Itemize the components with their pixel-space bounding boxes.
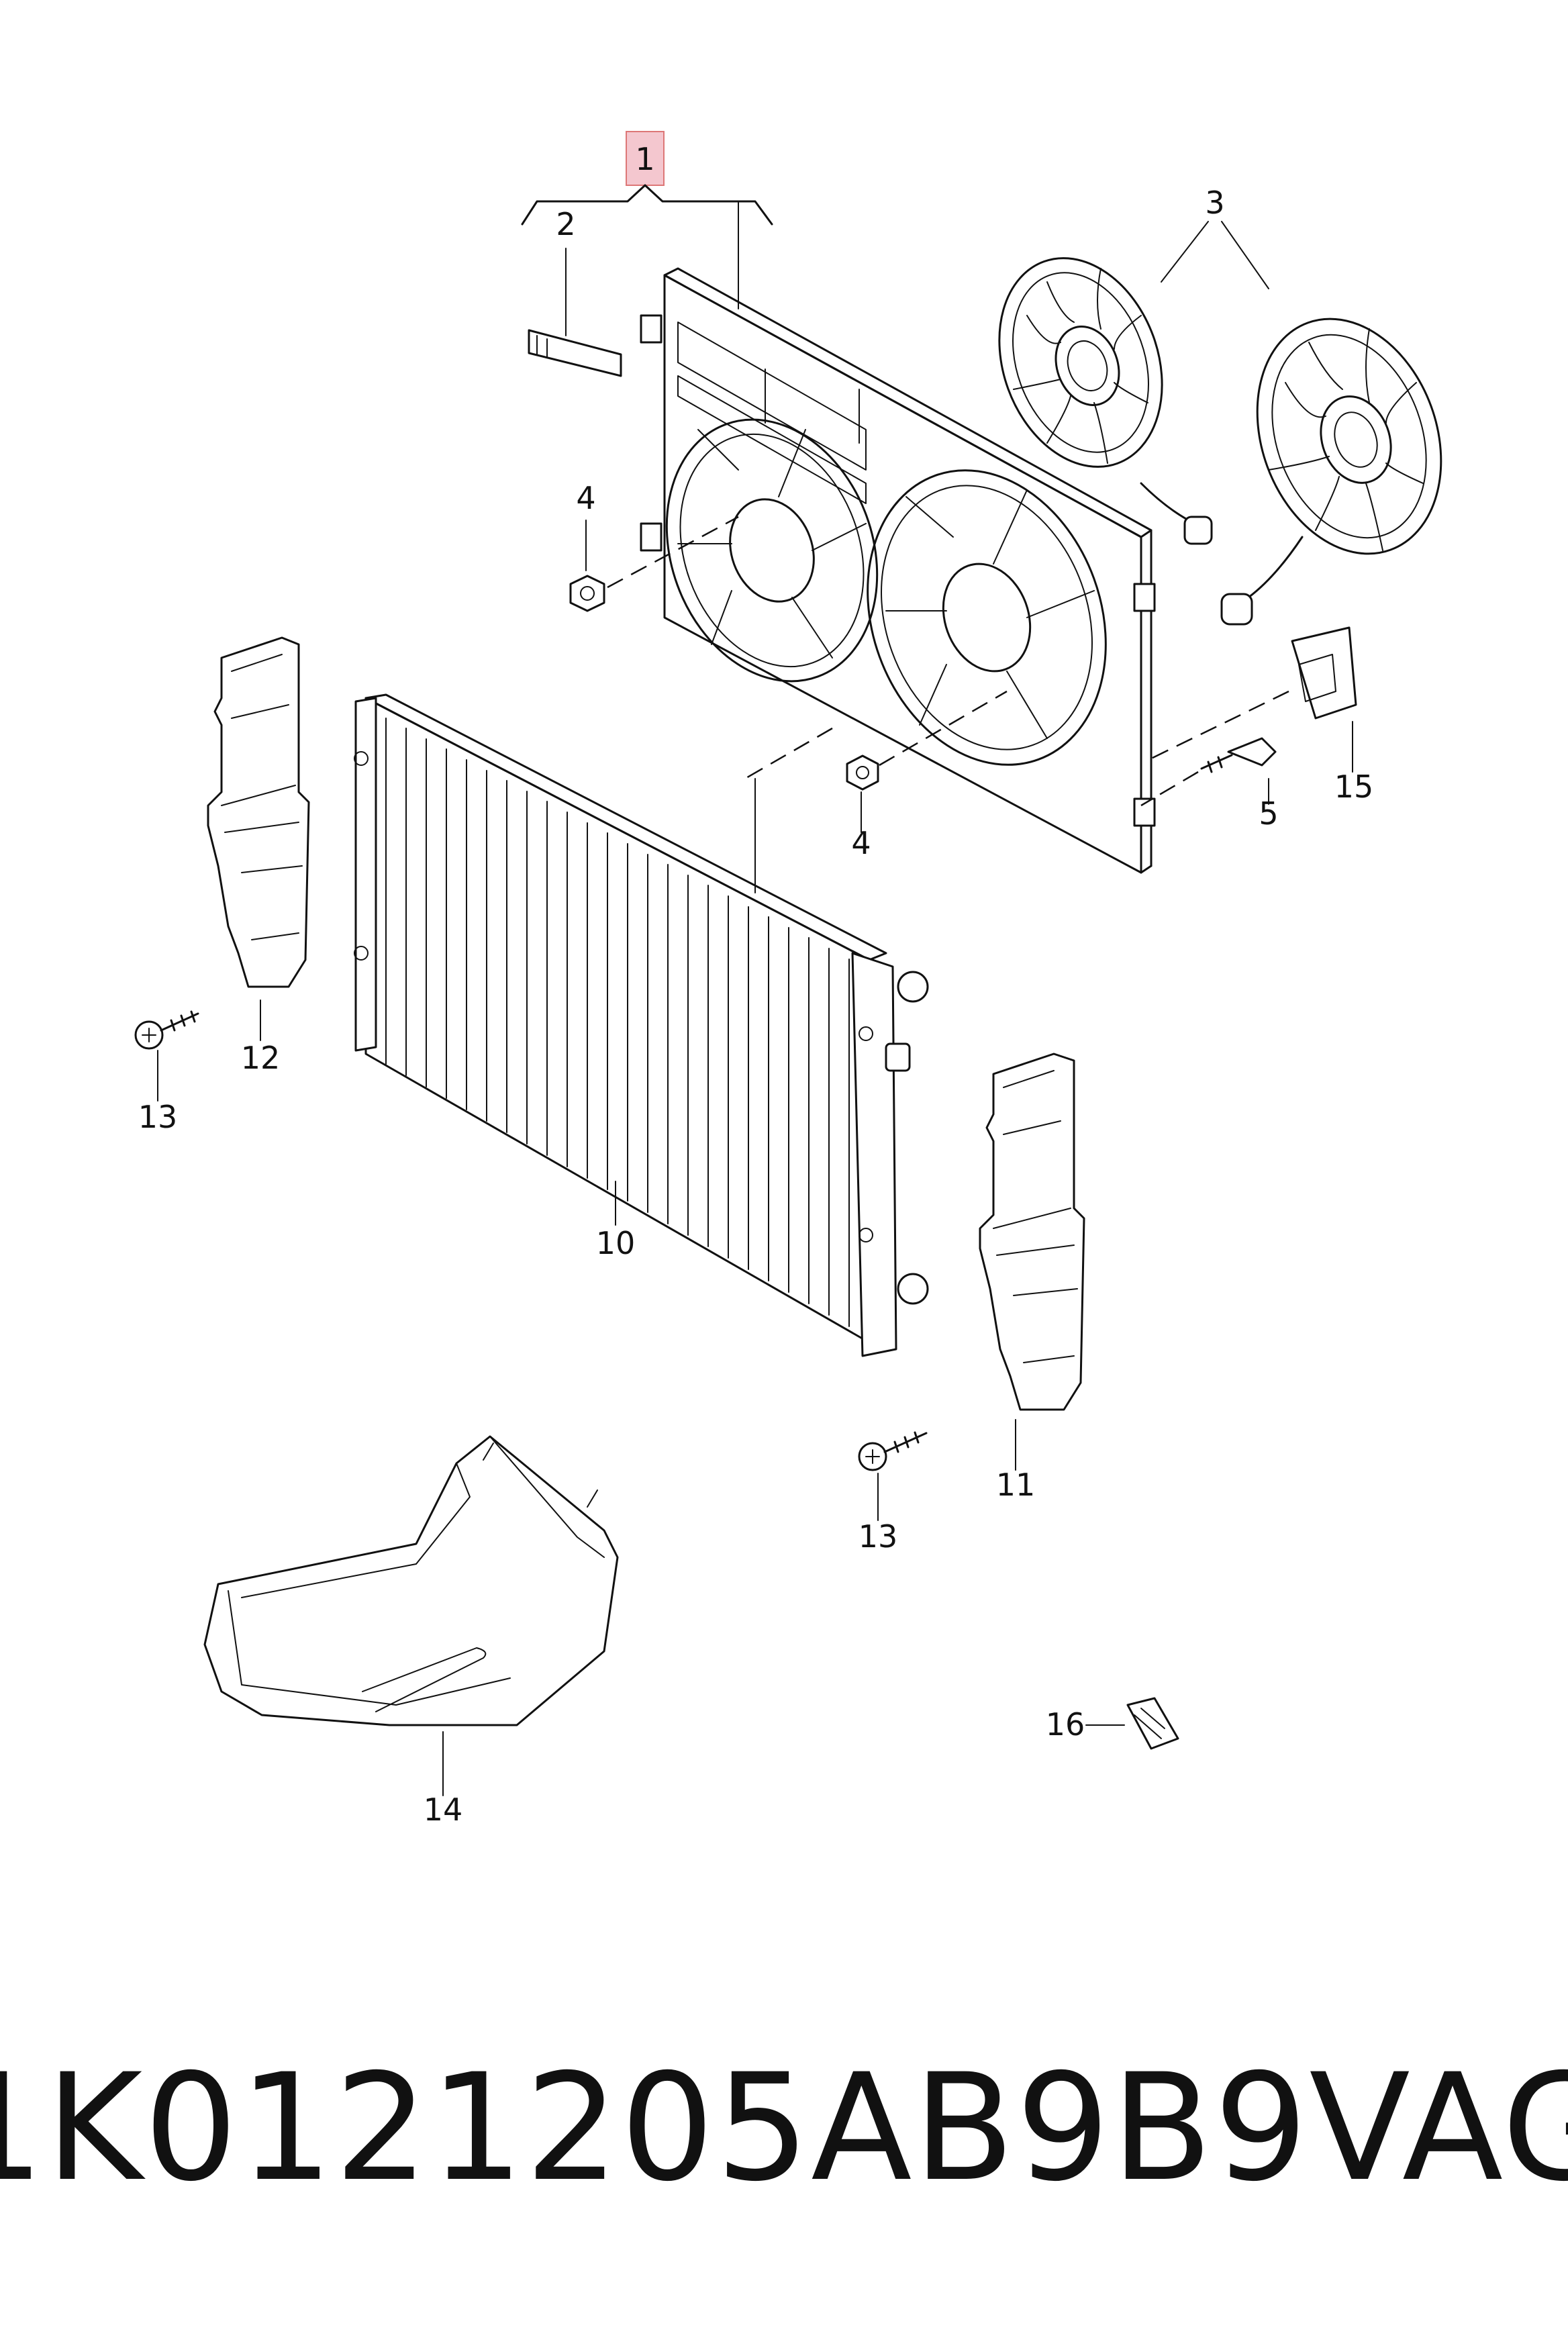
callout-16-label[interactable]: 16 <box>1046 1706 1085 1743</box>
left-air-guide-part: 12 <box>207 636 310 1076</box>
callout-3-label[interactable]: 3 <box>1205 185 1224 221</box>
part-number: 1K0121205AB9B9 <box>0 2042 1310 2214</box>
brand-name: VAG <box>1309 2042 1568 2214</box>
footer-caption: 1K0121205AB9B9 VAG <box>0 2041 1568 2215</box>
callout-13a-label[interactable]: 13 <box>138 1099 178 1135</box>
connector-bracket-part: 15 <box>1150 626 1374 805</box>
callout-15-label[interactable]: 15 <box>1334 769 1374 805</box>
clip-part: 16 <box>1046 1697 1179 1750</box>
label-plate-part: 2 <box>528 206 622 377</box>
callout-12-label[interactable]: 12 <box>241 1040 281 1076</box>
callout-11-label[interactable]: 11 <box>996 1467 1036 1503</box>
lower-air-duct-part: 14 <box>203 1435 619 1828</box>
callout-4a-label[interactable]: 4 <box>576 480 595 516</box>
assembly-bracket <box>521 184 773 226</box>
screw-left: 13 <box>134 1010 199 1135</box>
callout-13b-label[interactable]: 13 <box>859 1518 898 1555</box>
fan-shroud-frame <box>640 267 1156 874</box>
radiator-part: 10 <box>354 693 929 1357</box>
bolt-part: 5 <box>1140 737 1279 832</box>
callout-1-highlight <box>626 131 665 186</box>
nut-upper: 4 <box>569 480 739 612</box>
callout-1-label: 1 <box>635 141 654 177</box>
callout-14-label[interactable]: 14 <box>424 1792 463 1828</box>
callout-2-label[interactable]: 2 <box>556 206 575 242</box>
nut-lower: 4 <box>846 690 1008 861</box>
screw-right: 13 <box>858 1431 928 1555</box>
fan-motor-part: 3 <box>998 185 1442 626</box>
callout-10-label[interactable]: 10 <box>596 1225 636 1261</box>
right-air-guide-part: 11 <box>979 1053 1085 1503</box>
callout-1[interactable]: 1 <box>521 131 773 309</box>
